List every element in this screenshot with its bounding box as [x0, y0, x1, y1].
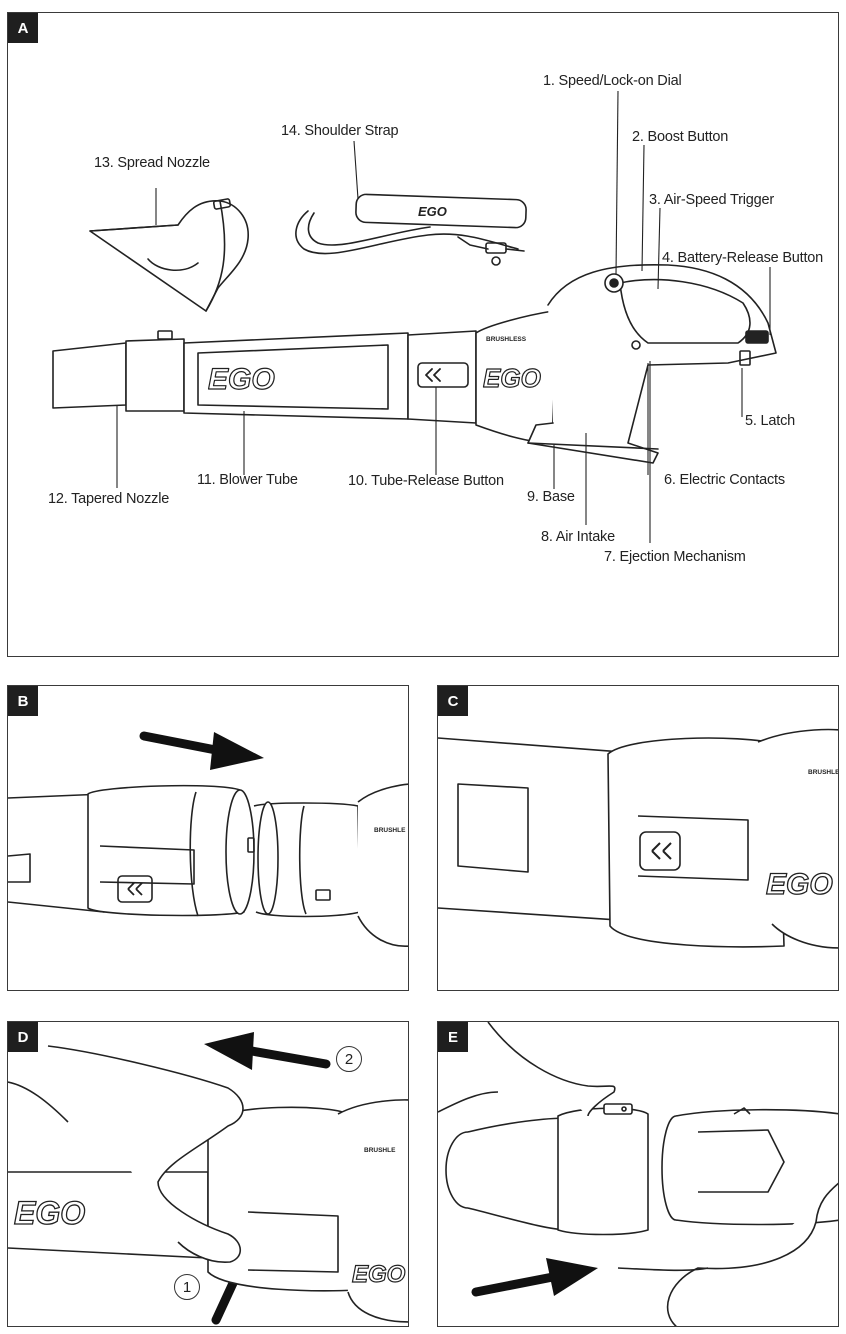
panel-e: E — [437, 1021, 839, 1327]
callout-air-intake: 8. Air Intake — [541, 529, 615, 545]
direction-arrow-right — [139, 731, 264, 770]
spread-nozzle-illustration — [89, 198, 249, 312]
housing-label: BRUSHLESS — [486, 336, 527, 343]
panel-d-housing-logo: EGO — [352, 1261, 406, 1288]
tube-attach-illustration: BRUSHLE — [8, 731, 408, 947]
panel-c-housing-label: BRUSHLESS — [808, 769, 839, 776]
callout-electric-contacts: 6. Electric Contacts — [664, 472, 785, 488]
callout-battery-release-button: 4. Battery-Release Button — [662, 250, 824, 266]
callout-speed-lock-on-dial: 1. Speed/Lock-on Dial — [543, 73, 682, 89]
shoulder-strap-illustration: EGO — [295, 193, 527, 266]
panel-a-tag: A — [8, 13, 38, 43]
direction-arrow-left — [204, 1032, 331, 1070]
panel-c-tag: C — [438, 686, 468, 716]
direction-arrow-right — [471, 1258, 598, 1297]
housing-logo: EGO — [483, 363, 541, 393]
callout-base: 9. Base — [527, 489, 575, 505]
tube-logo: EGO — [208, 363, 275, 396]
tube-release-illustration: BRUSHLE EGO EGO — [8, 1032, 408, 1325]
panel-b: B BRUSHLE — [7, 685, 409, 991]
blower-parts-diagram: EGO EGO — [52, 90, 777, 543]
tube-attached-illustration: BRUSHLESS EGO — [438, 728, 839, 949]
callout-tube-release-button: 10. Tube-Release Button — [348, 473, 504, 489]
callout-boost-button: 2. Boost Button — [632, 129, 729, 145]
callout-spread-nozzle: 13. Spread Nozzle — [94, 155, 210, 171]
callout-latch: 5. Latch — [745, 413, 795, 429]
callout-ejection-mechanism: 7. Ejection Mechanism — [604, 549, 746, 565]
panel-b-housing-label: BRUSHLE — [374, 827, 406, 834]
strap-logo: EGO — [418, 204, 447, 219]
panel-d-tag: D — [8, 1022, 38, 1052]
panel-e-tag: E — [438, 1022, 468, 1052]
panel-d: D BRUSHLE EGO EGO 2 1 — [7, 1021, 409, 1327]
step-marker-1: 1 — [174, 1274, 200, 1300]
callout-blower-tube: 11. Blower Tube — [197, 472, 298, 488]
panel-d-tube-logo: EGO — [14, 1195, 85, 1231]
panel-c-logo: EGO — [766, 868, 833, 901]
blower-tube-illustration: EGO — [52, 330, 477, 424]
panel-d-housing-label: BRUSHLE — [364, 1147, 396, 1154]
callout-air-speed-trigger: 3. Air-Speed Trigger — [649, 192, 774, 208]
callout-tapered-nozzle: 12. Tapered Nozzle — [48, 491, 170, 507]
step-marker-2: 2 — [336, 1046, 362, 1072]
callout-shoulder-strap: 14. Shoulder Strap — [281, 123, 399, 139]
panel-c: C BRUSHLESS EGO — [437, 685, 839, 991]
nozzle-attach-illustration — [438, 1022, 838, 1326]
blower-body-illustration: BRUSHLESS EGO — [475, 263, 777, 464]
panel-a: A EGO — [7, 12, 839, 657]
leader-lines — [116, 90, 771, 543]
panel-b-tag: B — [8, 686, 38, 716]
